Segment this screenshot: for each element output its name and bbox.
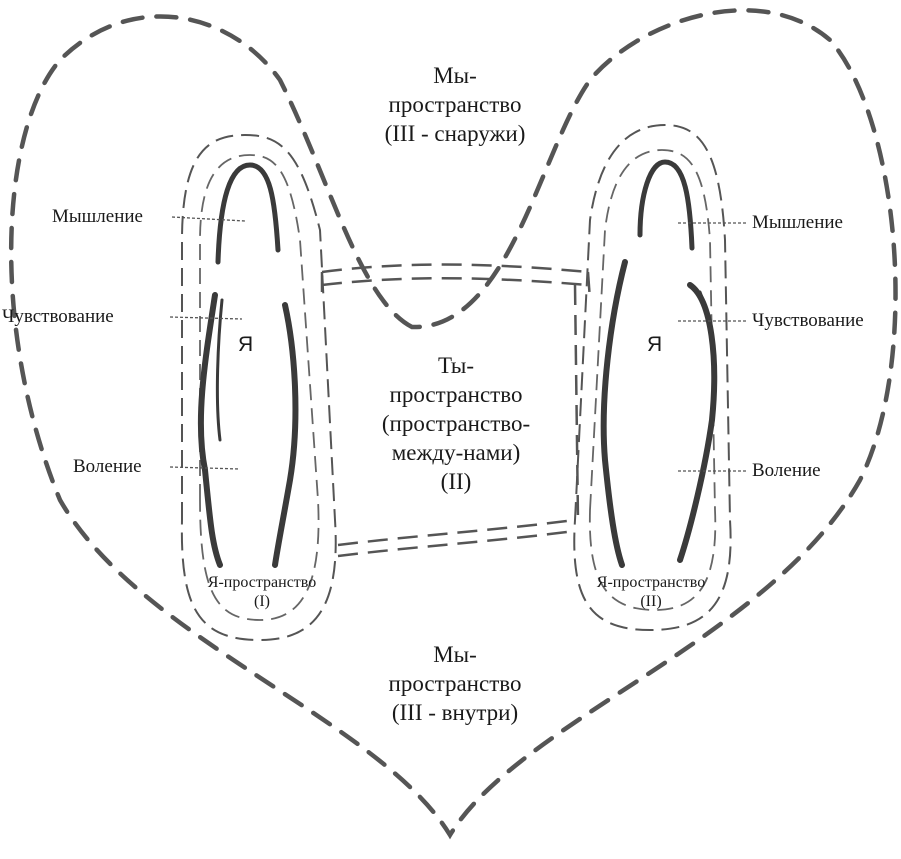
we-space-inside-label: Мы- пространство (III - внутри) (389, 643, 522, 730)
you-space-line-5: (II) (441, 470, 472, 493)
you-space-line-1: Ты- (438, 354, 474, 377)
we-inside-line-2: пространство (389, 672, 522, 695)
left-feeling-label: Чувствование (2, 307, 114, 326)
you-space-label: Ты- пространство (пространство- между-на… (382, 354, 530, 499)
left-self-space-number: (I) (254, 594, 270, 610)
left-willing-label: Воление (73, 457, 142, 476)
right-self-space-number: (II) (640, 594, 661, 610)
we-space-outside-label: Мы- пространство (III - снаружи) (385, 64, 526, 151)
we-outside-line-2: пространство (389, 93, 522, 116)
we-outside-line-1: Мы- (433, 64, 477, 87)
left-person-strokes (201, 165, 296, 565)
left-self-label: Я (238, 334, 253, 355)
right-self-inner-outline (590, 150, 715, 610)
right-self-space-title: Я-пространство (597, 575, 705, 591)
right-feeling-label: Чувствование (752, 311, 864, 330)
you-space-line-2: пространство (390, 383, 523, 406)
you-space-line-3: (пространство- (382, 412, 530, 435)
left-thinking-label: Мышление (52, 207, 143, 226)
we-inside-line-1: Мы- (433, 643, 477, 666)
left-self-space-title: Я-пространство (208, 575, 316, 591)
left-self-space-label: Я-пространство (I) (208, 575, 316, 613)
we-inside-line-3: (III - внутри) (392, 701, 518, 724)
we-outside-line-3: (III - снаружи) (385, 122, 526, 145)
right-self-label: Я (647, 334, 662, 355)
right-thinking-label: Мышление (752, 213, 843, 232)
you-space-line-4: между-нами) (392, 441, 521, 464)
right-self-space-label: Я-пространство (II) (597, 575, 705, 613)
right-willing-label: Воление (752, 461, 821, 480)
